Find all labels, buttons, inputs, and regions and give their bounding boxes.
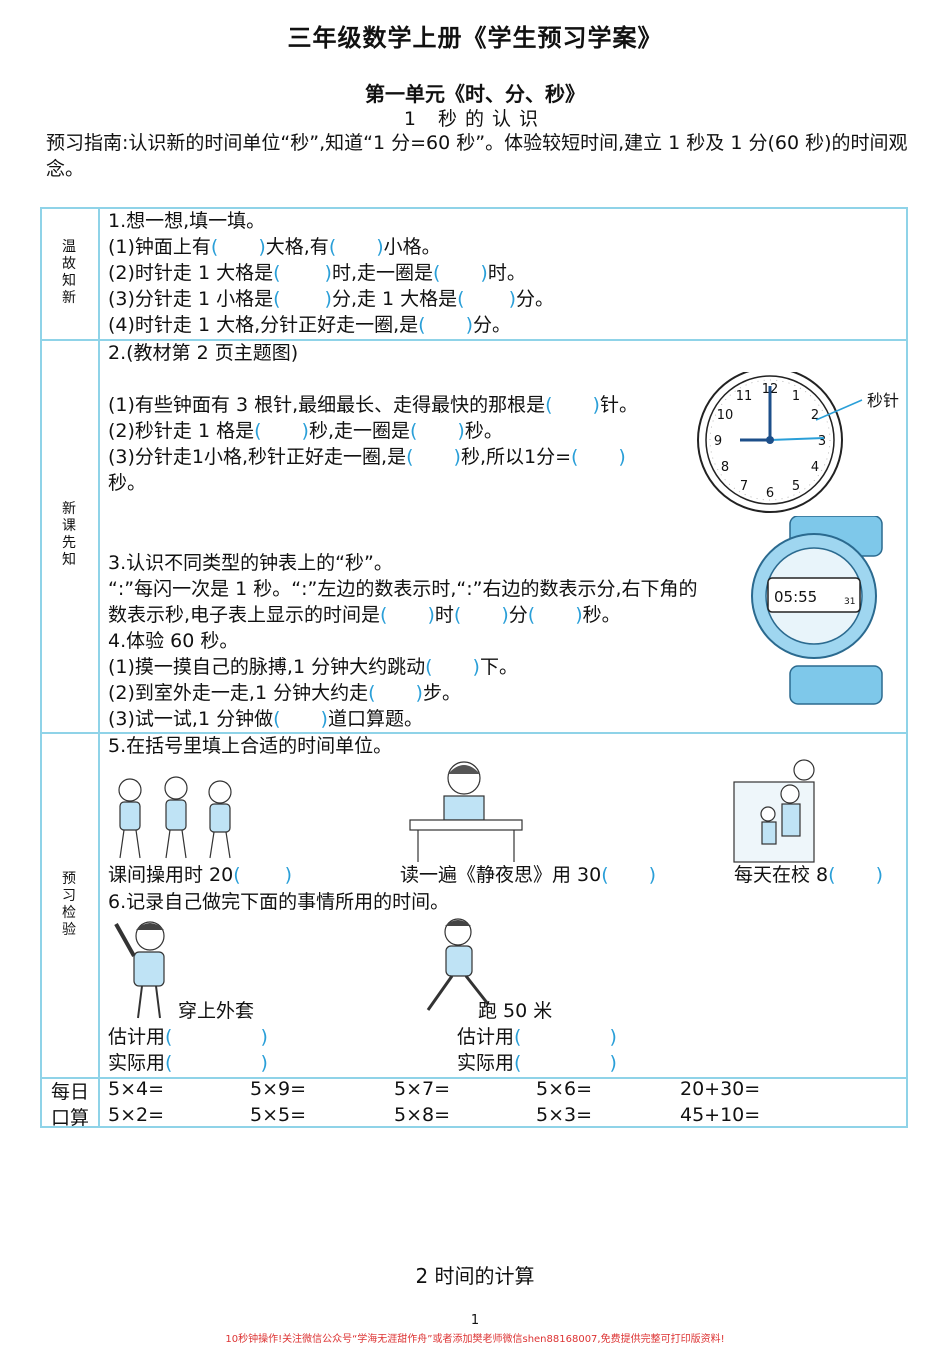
q5-item-a: 课间操用时 20() (108, 864, 293, 886)
clock-numeral: 11 (736, 389, 753, 404)
calc-item: 45+10= (680, 1104, 761, 1126)
clock-numeral: 8 (721, 460, 729, 475)
section-label-check: 预习检验 (62, 871, 76, 938)
page-number: 1 (470, 1313, 480, 1328)
watch-display-seconds: 31 (844, 597, 855, 607)
clock-numeral: 3 (818, 434, 826, 449)
girl-reading-illustration (409, 761, 523, 862)
section-label-daily: 每日 口算 (50, 1081, 89, 1129)
row-divider (42, 339, 906, 341)
unit-title: 第一单元《时、分、秒》 (365, 82, 585, 106)
guide-text: 预习指南:认识新的时间单位“秒”,知道“1 分=60 秒”。体验较短时间,建立 … (46, 132, 908, 180)
exercising-kids-illustration (118, 776, 232, 859)
row-divider (42, 1077, 906, 1079)
promo-banner: 10秒钟操作!关注微信公众号“学海无涯甜作舟”或者添加樊老师微信shen8816… (225, 1334, 725, 1345)
q6-task1: 穿上外套 (178, 1000, 255, 1022)
section-label-review: 温故知新 (62, 239, 76, 306)
calc-item: 5×3= (536, 1104, 593, 1126)
q6-task2-actual: 实际用() (457, 1052, 617, 1074)
q3-heading: 3.认识不同类型的钟表上的“秒”。 (108, 552, 393, 574)
digital-watch-illustration: 05:55 31 (751, 516, 883, 705)
q6-heading: 6.记录自己做完下面的事情所用的时间。 (108, 891, 450, 913)
boy-putting-on-jacket-illustration (114, 921, 165, 1019)
q5-item-c: 每天在校 8() (734, 864, 883, 886)
q2-heading: 2.(教材第 2 页主题图) (108, 342, 299, 364)
page-title: 三年级数学上册《学生预习学案》 (287, 24, 663, 52)
calc-item: 5×2= (108, 1104, 165, 1126)
calc-item: 5×6= (536, 1078, 593, 1100)
clock-numeral: 1 (792, 389, 800, 404)
clock-numeral: 10 (717, 408, 734, 423)
calc-item: 5×8= (394, 1104, 451, 1126)
clock-numeral: 9 (714, 434, 722, 449)
q4-part2: (2)到室外走一走,1 分钟大约走()步。 (108, 682, 461, 704)
calc-item: 5×9= (250, 1078, 307, 1100)
lesson-title: 1 秒的认识 (403, 108, 547, 130)
q6-task1-estimate: 估计用() (108, 1026, 268, 1048)
column-divider (98, 209, 100, 1126)
clock-numeral: 2 (811, 408, 819, 423)
q6-task2-estimate: 估计用() (457, 1026, 617, 1048)
row-divider (42, 732, 906, 734)
q1-heading: 1.想一想,填一填。 (108, 210, 266, 232)
next-lesson-title: 2 时间的计算 (415, 1264, 535, 1288)
q4-part1: (1)摸一摸自己的脉搏,1 分钟大约跳动()下。 (108, 656, 518, 678)
q1-part1: (1)钟面上有()大格,有()小格。 (108, 236, 441, 258)
clock-numeral: 5 (792, 479, 800, 494)
q1-part2: (2)时针走 1 大格是()时,走一圈是()时。 (108, 262, 526, 284)
calc-item: 5×7= (394, 1078, 451, 1100)
q2-part3-cont: 秒。 (108, 472, 147, 494)
q3-line2: 数表示秒,电子表上显示的时间是()时()分()秒。 (108, 604, 621, 626)
q6-task2: 跑 50 米 (478, 1000, 553, 1022)
q2-part2: (2)秒针走 1 格是()秒,走一圈是()秒。 (108, 420, 503, 442)
q3-line1: “:”每闪一次是 1 秒。“:”左边的数表示时,“:”右边的数表示分,右下角的 (108, 578, 698, 600)
q6-task1-actual: 实际用() (108, 1052, 268, 1074)
q2-part1: (1)有些钟面有 3 根针,最细最长、走得最快的那根是()针。 (108, 394, 638, 416)
clock-numeral: 6 (766, 486, 774, 501)
watch-display-time: 05:55 (774, 588, 817, 606)
q5-heading: 5.在括号里填上合适的时间单位。 (108, 735, 393, 757)
q2-part3: (3)分针走1小格,秒针正好走一圈,是()秒,所以1分=() (108, 446, 626, 468)
q4-heading: 4.体验 60 秒。 (108, 630, 239, 652)
calc-item: 5×4= (108, 1078, 165, 1100)
boy-running-illustration (426, 918, 490, 1011)
section-label-new: 新课先知 (62, 501, 76, 568)
calc-item: 20+30= (680, 1078, 761, 1100)
clock-numeral: 4 (811, 460, 819, 475)
q4-part3: (3)试一试,1 分钟做()道口算题。 (108, 708, 423, 730)
q1-part3: (3)分针走 1 小格是()分,走 1 大格是()分。 (108, 288, 555, 310)
worksheet-table: 温故知新 新课先知 预习检验 每日 口算 (40, 207, 908, 1129)
clock-numeral: 7 (740, 479, 748, 494)
q5-item-b: 读一遍《静夜思》用 30() (400, 864, 657, 886)
q1-part4: (4)时针走 1 大格,分针正好走一圈,是()分。 (108, 314, 512, 336)
school-gate-illustration (733, 759, 815, 863)
second-hand-label: 秒针 (867, 391, 899, 410)
wall-clock-illustration: 121234567891011 秒针 (697, 372, 899, 513)
calc-item: 5×5= (250, 1104, 307, 1126)
